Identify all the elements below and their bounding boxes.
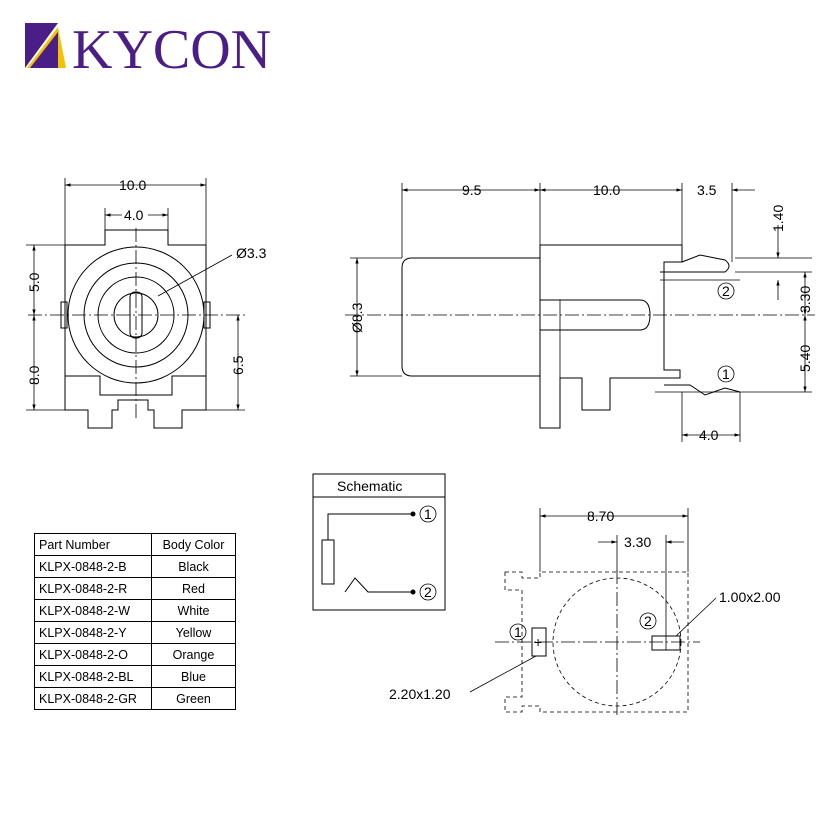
table-header-row: Part Number Body Color — [34, 533, 236, 556]
side-lower-contact — [664, 384, 741, 396]
footprint-pin2-circle — [639, 612, 657, 630]
table-row: KLPX-0848-2-BL Blue — [34, 665, 236, 688]
footprint-outline — [504, 571, 689, 713]
schematic-pin2-label: 2 — [424, 584, 432, 600]
front-left-upper-dim: 5.0 — [26, 272, 42, 292]
table-row: KLPX-0848-2-W White — [34, 599, 236, 622]
body-color-cell: Green — [151, 687, 236, 710]
side-diameter-dim: Ø8.3 — [349, 302, 365, 333]
side-view: 9.5 10.0 3.5 Ø8.3 1.40 3.30 5.40 4.0 2 1 — [345, 182, 815, 443]
kycon-logo: KYCON — [25, 19, 271, 81]
part-number-cell: KLPX-0848-2-GR — [34, 687, 152, 710]
front-hole-leader — [157, 254, 233, 297]
side-bottom-dim: 4.0 — [699, 427, 719, 443]
header-body-color: Body Color — [151, 533, 236, 556]
front-width-dim: 10.0 — [119, 177, 146, 193]
side-upper-contact — [660, 254, 730, 273]
footprint-pin1-circle — [509, 623, 527, 641]
front-hole-dim: Ø3.3 — [236, 245, 267, 261]
side-pin1-label: 1 — [722, 366, 730, 382]
schematic-pin1-circle — [419, 505, 437, 523]
table-row: KLPX-0848-2-Y Yellow — [34, 621, 236, 644]
body-color-cell: Yellow — [151, 621, 236, 644]
side-body — [539, 244, 683, 429]
header-part-number: Part Number — [34, 533, 152, 556]
part-number-table: Part Number Body Color KLPX-0848-2-B Bla… — [34, 533, 236, 710]
schematic-frame — [312, 473, 446, 611]
part-number-cell: KLPX-0848-2-W — [34, 599, 152, 622]
front-right-dim: 6.5 — [230, 355, 246, 375]
footprint-pad-small-label: 2.20x1.20 — [389, 686, 451, 702]
side-barrel — [401, 257, 540, 377]
schematic-contact — [321, 539, 335, 585]
side-upper-dim: 3.30 — [797, 286, 813, 313]
side-barrel-dim: 9.5 — [462, 182, 482, 198]
part-number-cell: KLPX-0848-2-R — [34, 577, 152, 600]
logo-purple-shape — [25, 23, 58, 68]
footprint-pin2-label: 2 — [644, 613, 652, 629]
side-pin2-circle — [717, 282, 735, 300]
logo-purple-lower — [30, 32, 58, 68]
side-pin1-circle — [717, 365, 735, 383]
body-color-cell: White — [151, 599, 236, 622]
schematic-wire-1 — [327, 513, 412, 540]
side-top-offset-dim: 1.40 — [770, 205, 786, 232]
schematic: Schematic 1 2 — [312, 473, 446, 611]
schematic-title: Schematic — [337, 478, 402, 494]
schematic-pin1-label: 1 — [424, 506, 432, 522]
front-view: 10.0 4.0 Ø3.3 5.0 8.0 6.5 — [26, 177, 267, 429]
front-base-step — [65, 375, 206, 396]
footprint-width-dim: 8.70 — [587, 508, 614, 524]
logo-wordmark: KYCON — [72, 19, 271, 81]
footprint-pin1-label: 1 — [514, 624, 522, 640]
footprint-offset-dim: 3.30 — [624, 534, 651, 550]
footprint-view: + 8.70 3.30 1.00x2.00 2.20x1.20 1 2 — [389, 508, 781, 715]
footprint-plus: + — [534, 634, 542, 650]
front-left-lower-dim: 8.0 — [26, 365, 42, 385]
front-hole — [113, 292, 159, 338]
body-color-cell: Black — [151, 555, 236, 578]
part-number-cell: KLPX-0848-2-O — [34, 643, 152, 666]
body-color-cell: Red — [151, 577, 236, 600]
part-number-cell: KLPX-0848-2-BL — [34, 665, 152, 688]
side-lower-dim: 5.40 — [797, 345, 813, 372]
side-pin-reach-dim: 3.5 — [697, 182, 717, 198]
footprint-pad-large-label: 1.00x2.00 — [719, 589, 781, 605]
body-color-cell: Blue — [151, 665, 236, 688]
front-body-outline — [64, 229, 207, 429]
table-row: KLPX-0848-2-R Red — [34, 577, 236, 600]
table-row: KLPX-0848-2-B Black — [34, 555, 236, 578]
schematic-pin2-circle — [419, 583, 437, 601]
front-top-dim: 4.0 — [124, 207, 144, 223]
table-row: KLPX-0848-2-GR Green — [34, 687, 236, 710]
side-body-dim: 10.0 — [593, 182, 620, 198]
part-number-cell: KLPX-0848-2-Y — [34, 621, 152, 644]
body-color-cell: Orange — [151, 643, 236, 666]
schematic-wire-2 — [344, 577, 412, 593]
side-pin2-label: 2 — [722, 283, 730, 299]
part-number-cell: KLPX-0848-2-B — [34, 555, 152, 578]
table-row: KLPX-0848-2-O Orange — [34, 643, 236, 666]
footprint-pad-1 — [531, 627, 547, 657]
